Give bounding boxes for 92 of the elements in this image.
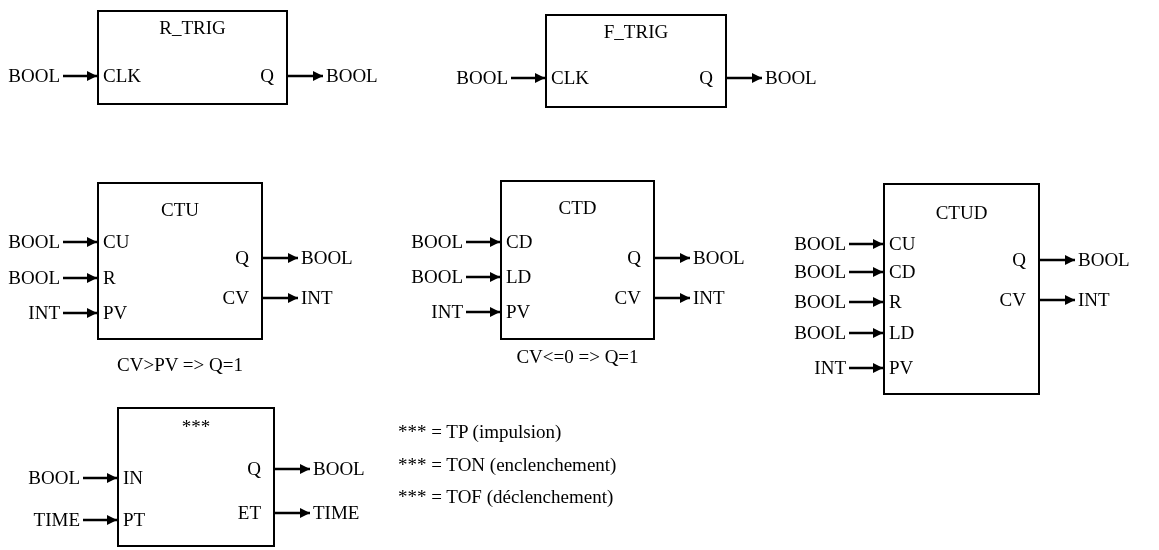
block-name: F_TRIG bbox=[602, 21, 670, 43]
data-type-label: BOOL bbox=[768, 261, 846, 283]
block-name: CTU bbox=[160, 199, 200, 221]
pin-label: IN bbox=[123, 467, 144, 489]
arrow bbox=[849, 239, 883, 249]
function-block bbox=[883, 183, 1040, 395]
arrow bbox=[288, 71, 323, 81]
arrow bbox=[511, 73, 545, 83]
arrow bbox=[63, 71, 97, 81]
function-block bbox=[545, 14, 727, 108]
arrow bbox=[466, 272, 500, 282]
pin-label: ET bbox=[237, 502, 261, 524]
pin-label: PV bbox=[506, 301, 531, 323]
data-type-label: BOOL bbox=[313, 458, 365, 480]
pin-label: CD bbox=[506, 231, 533, 253]
pin-label: CV bbox=[222, 287, 249, 309]
arrow bbox=[466, 307, 500, 317]
data-type-label: BOOL bbox=[768, 291, 846, 313]
block-name: CTD bbox=[557, 197, 598, 219]
data-type-label: BOOL bbox=[0, 231, 60, 253]
arrow bbox=[1040, 255, 1075, 265]
pin-label: Q bbox=[247, 458, 261, 480]
arrow bbox=[466, 237, 500, 247]
data-type-label: BOOL bbox=[326, 65, 378, 87]
data-type-label: BOOL bbox=[765, 67, 817, 89]
legend-note: *** = TON (enclenchement) bbox=[398, 454, 617, 476]
arrow bbox=[83, 473, 117, 483]
pin-label: CU bbox=[889, 233, 916, 255]
pin-label: Q bbox=[1012, 249, 1026, 271]
condition-note: CV<=0 => Q=1 bbox=[515, 346, 640, 368]
legend-note: *** = TP (impulsion) bbox=[398, 421, 562, 443]
arrow bbox=[63, 308, 97, 318]
arrow bbox=[727, 73, 762, 83]
pin-label: PT bbox=[123, 509, 146, 531]
pin-label: LD bbox=[506, 266, 532, 288]
arrow bbox=[275, 464, 310, 474]
data-type-label: INT bbox=[385, 301, 463, 323]
block-name: *** bbox=[180, 416, 212, 438]
data-type-label: TIME bbox=[313, 502, 360, 524]
pin-label: PV bbox=[889, 357, 914, 379]
pin-label: R bbox=[103, 267, 116, 289]
function-block bbox=[97, 182, 263, 340]
arrow bbox=[63, 273, 97, 283]
data-type-label: BOOL bbox=[1078, 249, 1130, 271]
data-type-label: INT bbox=[301, 287, 333, 309]
pin-label: Q bbox=[235, 247, 249, 269]
pin-label: Q bbox=[699, 67, 713, 89]
arrow bbox=[263, 253, 298, 263]
data-type-label: BOOL bbox=[693, 247, 745, 269]
data-type-label: BOOL bbox=[385, 266, 463, 288]
pin-label: CLK bbox=[551, 67, 589, 89]
block-name: R_TRIG bbox=[158, 17, 227, 39]
data-type-label: BOOL bbox=[768, 233, 846, 255]
data-type-label: INT bbox=[768, 357, 846, 379]
function-block bbox=[117, 407, 275, 547]
pin-label: R bbox=[889, 291, 902, 313]
block-name: CTUD bbox=[934, 202, 989, 224]
arrow bbox=[275, 508, 310, 518]
data-type-label: BOOL bbox=[385, 231, 463, 253]
data-type-label: TIME bbox=[2, 509, 80, 531]
arrow bbox=[849, 297, 883, 307]
data-type-label: INT bbox=[1078, 289, 1110, 311]
data-type-label: BOOL bbox=[0, 65, 60, 87]
pin-label: CD bbox=[889, 261, 916, 283]
pin-label: CV bbox=[614, 287, 641, 309]
pin-label: CV bbox=[999, 289, 1026, 311]
data-type-label: BOOL bbox=[2, 467, 80, 489]
pin-label: CLK bbox=[103, 65, 141, 87]
data-type-label: BOOL bbox=[768, 322, 846, 344]
pin-label: PV bbox=[103, 302, 128, 324]
data-type-label: BOOL bbox=[301, 247, 353, 269]
function-block bbox=[97, 10, 288, 105]
pin-label: LD bbox=[889, 322, 915, 344]
arrow bbox=[263, 293, 298, 303]
arrow bbox=[849, 363, 883, 373]
arrow bbox=[63, 237, 97, 247]
arrow bbox=[1040, 295, 1075, 305]
arrow bbox=[83, 515, 117, 525]
function-block bbox=[500, 180, 655, 340]
data-type-label: BOOL bbox=[0, 267, 60, 289]
pin-label: Q bbox=[627, 247, 641, 269]
pin-label: Q bbox=[260, 65, 274, 87]
data-type-label: INT bbox=[0, 302, 60, 324]
arrow bbox=[655, 253, 690, 263]
arrow bbox=[849, 267, 883, 277]
data-type-label: INT bbox=[693, 287, 725, 309]
pin-label: CU bbox=[103, 231, 130, 253]
data-type-label: BOOL bbox=[430, 67, 508, 89]
condition-note: CV>PV => Q=1 bbox=[116, 354, 244, 376]
arrow bbox=[655, 293, 690, 303]
arrow bbox=[849, 328, 883, 338]
legend-note: *** = TOF (déclenchement) bbox=[398, 486, 614, 508]
